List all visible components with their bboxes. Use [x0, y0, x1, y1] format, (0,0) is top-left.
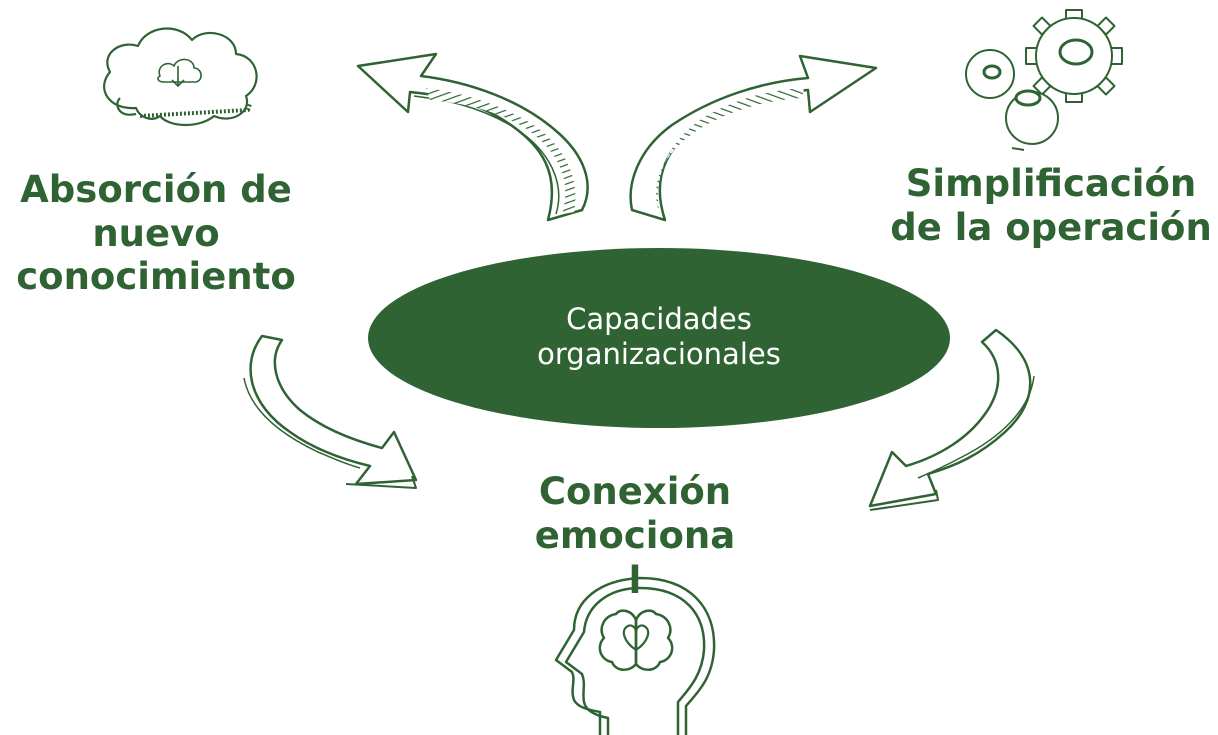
- gears-icon: [965, 9, 1123, 151]
- node-label-absorcion-line1: Absorción de: [20, 168, 292, 211]
- arrow-bottom-left: [243, 334, 418, 489]
- node-label-conexion-line2: emociona: [534, 514, 736, 558]
- center-label: Capacidades organizacionales: [368, 302, 950, 373]
- head-brain-heart-icon: [554, 576, 716, 735]
- node-label-simplificacion-line1: Simplificación: [905, 162, 1197, 205]
- node-label-conexion: Conexión emociona l: [505, 470, 765, 603]
- center-label-line2: organizacionales: [537, 337, 781, 372]
- arrow-top-right: [629, 54, 878, 222]
- center-ellipse: [368, 248, 950, 428]
- center-label-line1: Capacidades: [566, 302, 752, 336]
- node-label-absorcion: Absorción de nuevo conocimiento: [0, 168, 312, 299]
- node-label-simplificacion-line2: de la operación: [890, 205, 1212, 249]
- cloud-download-icon: [103, 27, 258, 126]
- node-label-absorcion-line2: nuevo: [92, 211, 220, 255]
- arrow-bottom-right: [868, 328, 1035, 511]
- arrow-top-left: [356, 52, 589, 222]
- node-label-conexion-line3: l: [628, 558, 642, 602]
- node-label-simplificacion: Simplificación de la operación: [884, 162, 1218, 249]
- node-label-absorcion-line3: conocimiento: [16, 255, 296, 299]
- node-label-conexion-line1: Conexión: [538, 470, 732, 513]
